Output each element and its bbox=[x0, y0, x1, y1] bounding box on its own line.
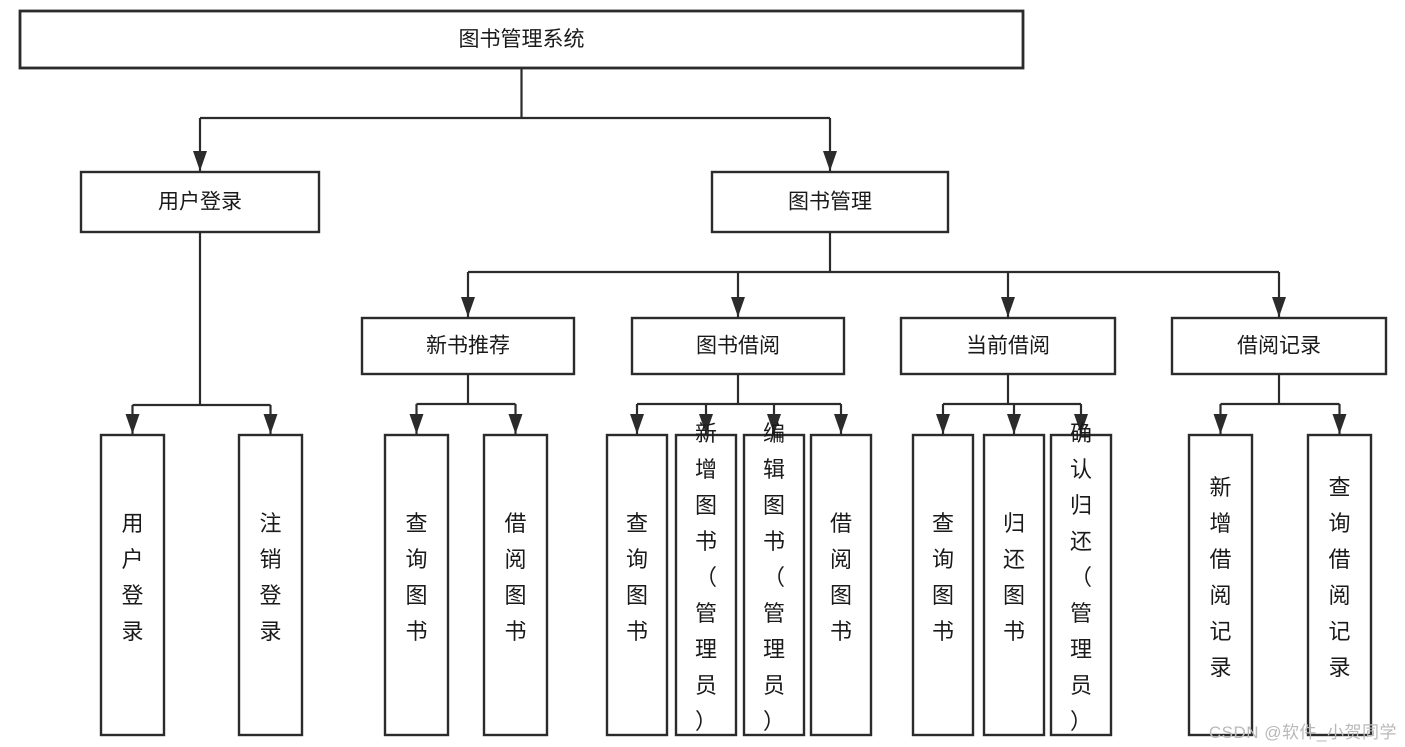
node-label: 查询借阅记录 bbox=[1328, 475, 1350, 680]
node-lf-2[interactable]: 查询图书 bbox=[383, 433, 450, 737]
node-lf-7[interactable]: 借阅图书 bbox=[809, 433, 873, 737]
node-l2-2[interactable]: 当前借阅 bbox=[899, 316, 1117, 376]
arrow-head bbox=[731, 297, 745, 317]
node-box[interactable] bbox=[911, 433, 975, 737]
node-box[interactable] bbox=[809, 433, 873, 737]
node-box[interactable] bbox=[742, 433, 806, 737]
node-box[interactable] bbox=[899, 316, 1117, 376]
node-lf-8[interactable]: 查询图书 bbox=[911, 433, 975, 737]
node-lf-12[interactable]: 查询借阅记录 bbox=[1306, 433, 1373, 737]
node-box[interactable] bbox=[360, 316, 576, 376]
node-lf-11[interactable]: 新增借阅记录 bbox=[1187, 433, 1254, 737]
node-box[interactable] bbox=[982, 433, 1046, 737]
arrow-head bbox=[1272, 297, 1286, 317]
node-lf-10[interactable]: 确认归还（管理员） bbox=[1049, 421, 1113, 737]
node-box[interactable] bbox=[1306, 433, 1373, 737]
node-label: 图书借阅 bbox=[696, 335, 780, 358]
arrow-head bbox=[508, 414, 523, 434]
connector-layer bbox=[125, 68, 1347, 434]
arrow-head bbox=[125, 414, 140, 434]
node-label: 归还图书 bbox=[1003, 511, 1025, 644]
node-box[interactable] bbox=[605, 433, 669, 737]
arrow-head bbox=[767, 414, 781, 434]
node-label: 借阅图书 bbox=[830, 511, 852, 644]
node-lf-1[interactable]: 注销登录 bbox=[237, 433, 304, 737]
node-l2-1[interactable]: 图书借阅 bbox=[630, 316, 846, 376]
arrow-head bbox=[699, 414, 713, 434]
node-box[interactable] bbox=[1049, 433, 1113, 737]
node-l1-0[interactable]: 用户登录 bbox=[79, 170, 321, 234]
node-box[interactable] bbox=[674, 433, 738, 737]
arrow-head bbox=[630, 414, 644, 434]
arrow-head bbox=[1332, 414, 1347, 434]
arrow-head bbox=[263, 414, 278, 434]
node-box[interactable] bbox=[79, 170, 321, 234]
node-label: 新增借阅记录 bbox=[1209, 475, 1231, 680]
node-root[interactable]: 图书管理系统 bbox=[18, 9, 1025, 70]
node-box[interactable] bbox=[482, 433, 549, 737]
node-box[interactable] bbox=[630, 316, 846, 376]
node-label: 图书管理 bbox=[788, 191, 872, 214]
arrow-head bbox=[461, 297, 475, 317]
node-box[interactable] bbox=[383, 433, 450, 737]
node-label: 编辑图书（管理员） bbox=[763, 421, 785, 734]
node-label: 当前借阅 bbox=[966, 335, 1050, 358]
node-label: 查询图书 bbox=[626, 511, 648, 644]
arrow-head bbox=[1074, 414, 1088, 434]
node-label: 注销登录 bbox=[259, 511, 281, 644]
node-label: 图书管理系统 bbox=[459, 28, 585, 51]
arrow-head bbox=[1007, 414, 1021, 434]
node-lf-9[interactable]: 归还图书 bbox=[982, 433, 1046, 737]
node-l1-1[interactable]: 图书管理 bbox=[710, 170, 950, 234]
node-label: 查询图书 bbox=[932, 511, 954, 644]
node-label: 用户登录 bbox=[121, 511, 143, 644]
node-lf-0[interactable]: 用户登录 bbox=[99, 433, 166, 737]
node-box[interactable] bbox=[710, 170, 950, 234]
node-layer: 图书管理系统用户登录图书管理新书推荐图书借阅当前借阅借阅记录用户登录注销登录查询… bbox=[18, 9, 1388, 737]
node-label: 新书推荐 bbox=[426, 335, 510, 358]
node-l2-3[interactable]: 借阅记录 bbox=[1170, 316, 1388, 376]
arrow-head bbox=[936, 414, 950, 434]
arrow-head bbox=[1001, 297, 1015, 317]
node-lf-5[interactable]: 新增图书（管理员） bbox=[674, 421, 738, 737]
arrow-head bbox=[409, 414, 424, 434]
arrow-head bbox=[823, 151, 837, 171]
node-label: 借阅记录 bbox=[1237, 335, 1321, 358]
node-l2-0[interactable]: 新书推荐 bbox=[360, 316, 576, 376]
node-label: 新增图书（管理员） bbox=[695, 421, 717, 734]
arrow-head bbox=[193, 151, 207, 171]
node-box[interactable] bbox=[1170, 316, 1388, 376]
node-box[interactable] bbox=[1187, 433, 1254, 737]
node-label: 查询图书 bbox=[405, 511, 427, 644]
node-label: 借阅图书 bbox=[504, 511, 526, 644]
node-lf-4[interactable]: 查询图书 bbox=[605, 433, 669, 737]
arrow-head bbox=[1213, 414, 1228, 434]
node-box[interactable] bbox=[99, 433, 166, 737]
node-box[interactable] bbox=[18, 9, 1025, 70]
node-lf-3[interactable]: 借阅图书 bbox=[482, 433, 549, 737]
node-label: 确认归还（管理员） bbox=[1070, 421, 1092, 734]
node-lf-6[interactable]: 编辑图书（管理员） bbox=[742, 421, 806, 737]
node-label: 用户登录 bbox=[158, 191, 242, 214]
arrow-head bbox=[834, 414, 848, 434]
node-box[interactable] bbox=[237, 433, 304, 737]
